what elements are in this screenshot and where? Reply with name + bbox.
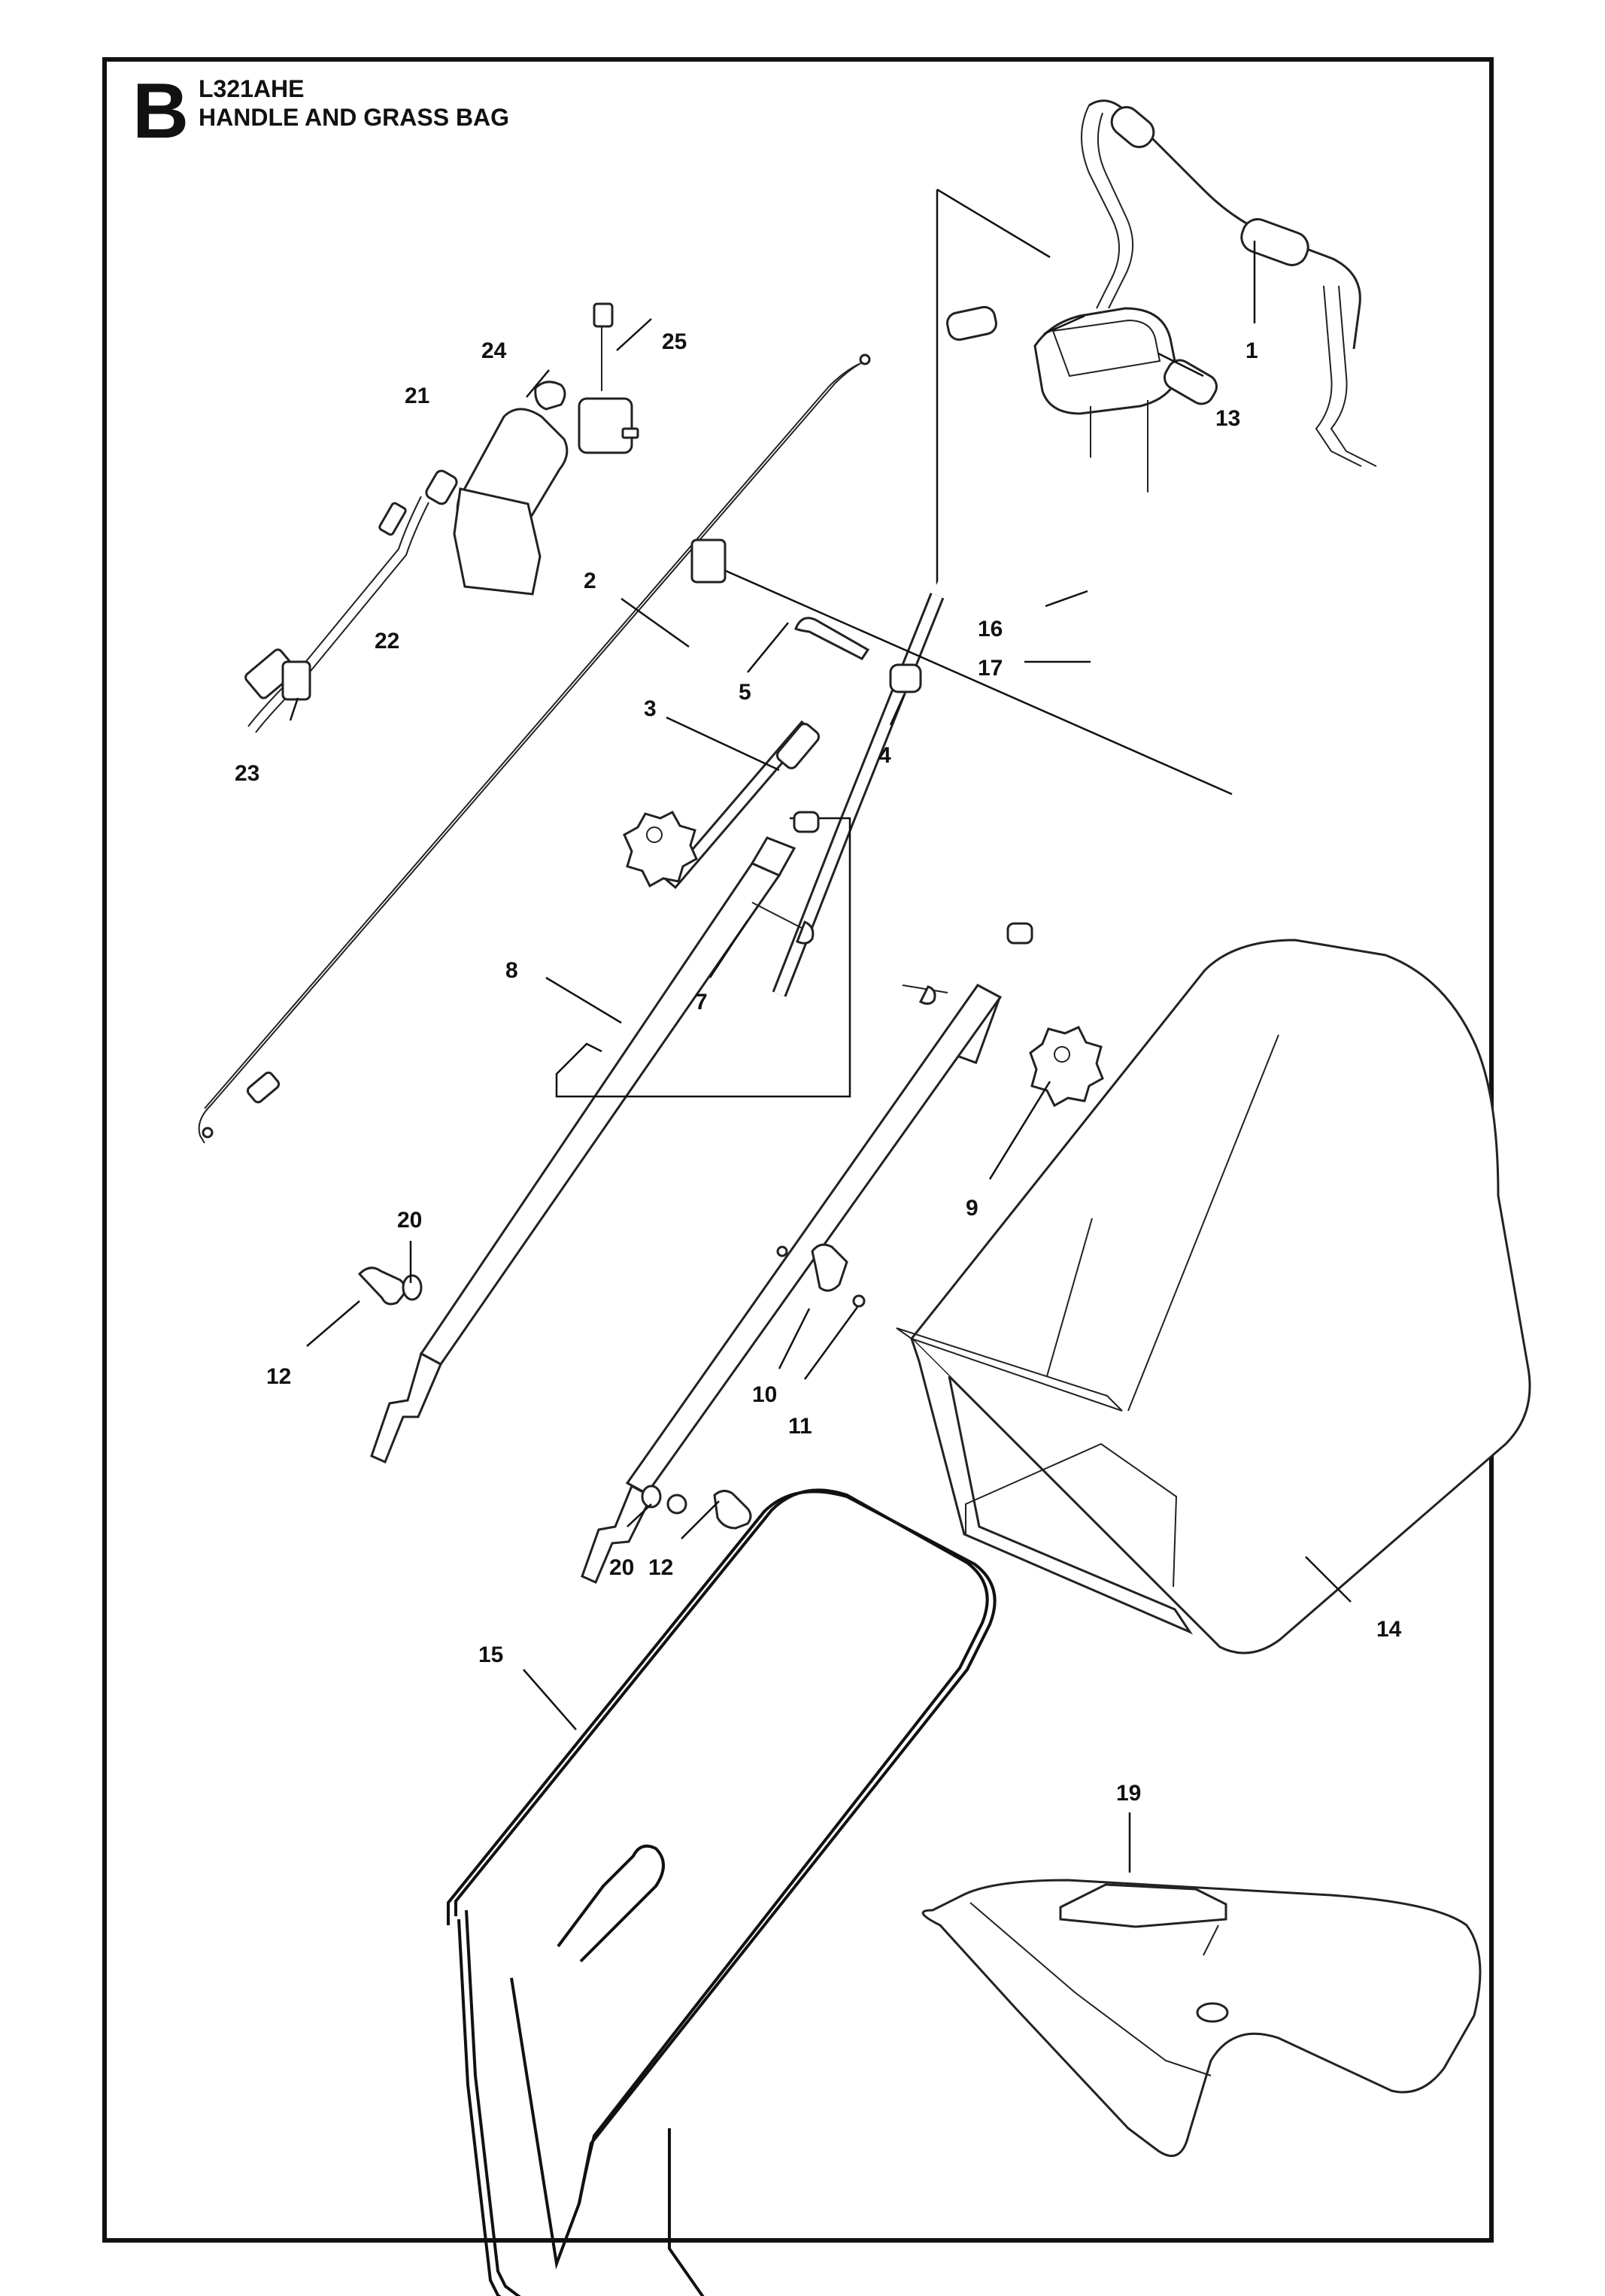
model-number: L321AHE [199, 75, 305, 102]
leader-lines [289, 241, 1352, 1873]
part-label-20-left: 20 [397, 1208, 422, 1233]
wing-knob-icon [357, 1266, 406, 1306]
grass-bag-icon [896, 939, 1531, 1655]
part-label-2: 2 [584, 569, 596, 593]
bolt-icon [751, 902, 815, 945]
part-label-7: 7 [695, 990, 708, 1015]
part-label-22: 22 [375, 629, 399, 654]
screw-icon [776, 1245, 866, 1308]
part-label-3: 3 [644, 696, 657, 721]
part-label-24: 24 [481, 338, 507, 363]
right-lower-handle-icon [581, 922, 1033, 1584]
part-label-10: 10 [752, 1382, 777, 1407]
wing-knob-icon [713, 1490, 752, 1530]
washer-icon [402, 1274, 423, 1301]
part-label-12-left: 12 [266, 1364, 291, 1389]
connector-icon [281, 660, 311, 701]
part-labels: 1 2 3 4 5 7 8 9 10 11 12 12 13 14 15 16 … [235, 329, 1402, 1806]
part-label-25: 25 [662, 329, 687, 354]
part-label-13: 13 [1215, 406, 1240, 431]
part-label-11: 11 [788, 1414, 812, 1439]
lower-handle-kit-icon [370, 817, 851, 1464]
part-label-12-bottom: 12 [648, 1555, 673, 1580]
nut-icon [793, 811, 820, 833]
cable-clip-icon [889, 663, 922, 693]
part-label-1: 1 [1245, 338, 1258, 363]
part-label-23: 23 [235, 761, 259, 786]
part-label-17: 17 [978, 656, 1003, 681]
section-letter: B [132, 68, 190, 155]
part-label-15: 15 [478, 1642, 503, 1667]
part-label-21: 21 [405, 384, 429, 408]
part-label-16: 16 [978, 617, 1003, 641]
clip-icon [794, 617, 870, 660]
control-cable-icon [198, 353, 871, 1144]
mulch-plug-icon [921, 1879, 1482, 2158]
part-label-14: 14 [1376, 1617, 1402, 1642]
star-knob-icon [1029, 1026, 1104, 1108]
bag-frame-icon [447, 1488, 997, 2296]
wire-harness-icon [244, 496, 429, 733]
star-knob-icon [623, 811, 698, 888]
rope-guide-icon [811, 1243, 848, 1292]
battery-icon [425, 408, 569, 596]
part-label-4: 4 [878, 743, 891, 768]
upper-handle-icon [1081, 99, 1377, 467]
part-label-9: 9 [966, 1196, 978, 1221]
part-label-8: 8 [505, 958, 518, 983]
washer-icon [641, 1485, 687, 1515]
cable-guide-icon [664, 720, 821, 890]
part-label-20-bottom: 20 [609, 1555, 634, 1580]
key-icon [534, 381, 566, 411]
part-label-19: 19 [1116, 1781, 1141, 1806]
part-label-5: 5 [739, 680, 751, 705]
control-box-icon [946, 305, 1218, 648]
charger-icon [578, 302, 639, 454]
diagram-title: HANDLE AND GRASS BAG [199, 104, 510, 131]
